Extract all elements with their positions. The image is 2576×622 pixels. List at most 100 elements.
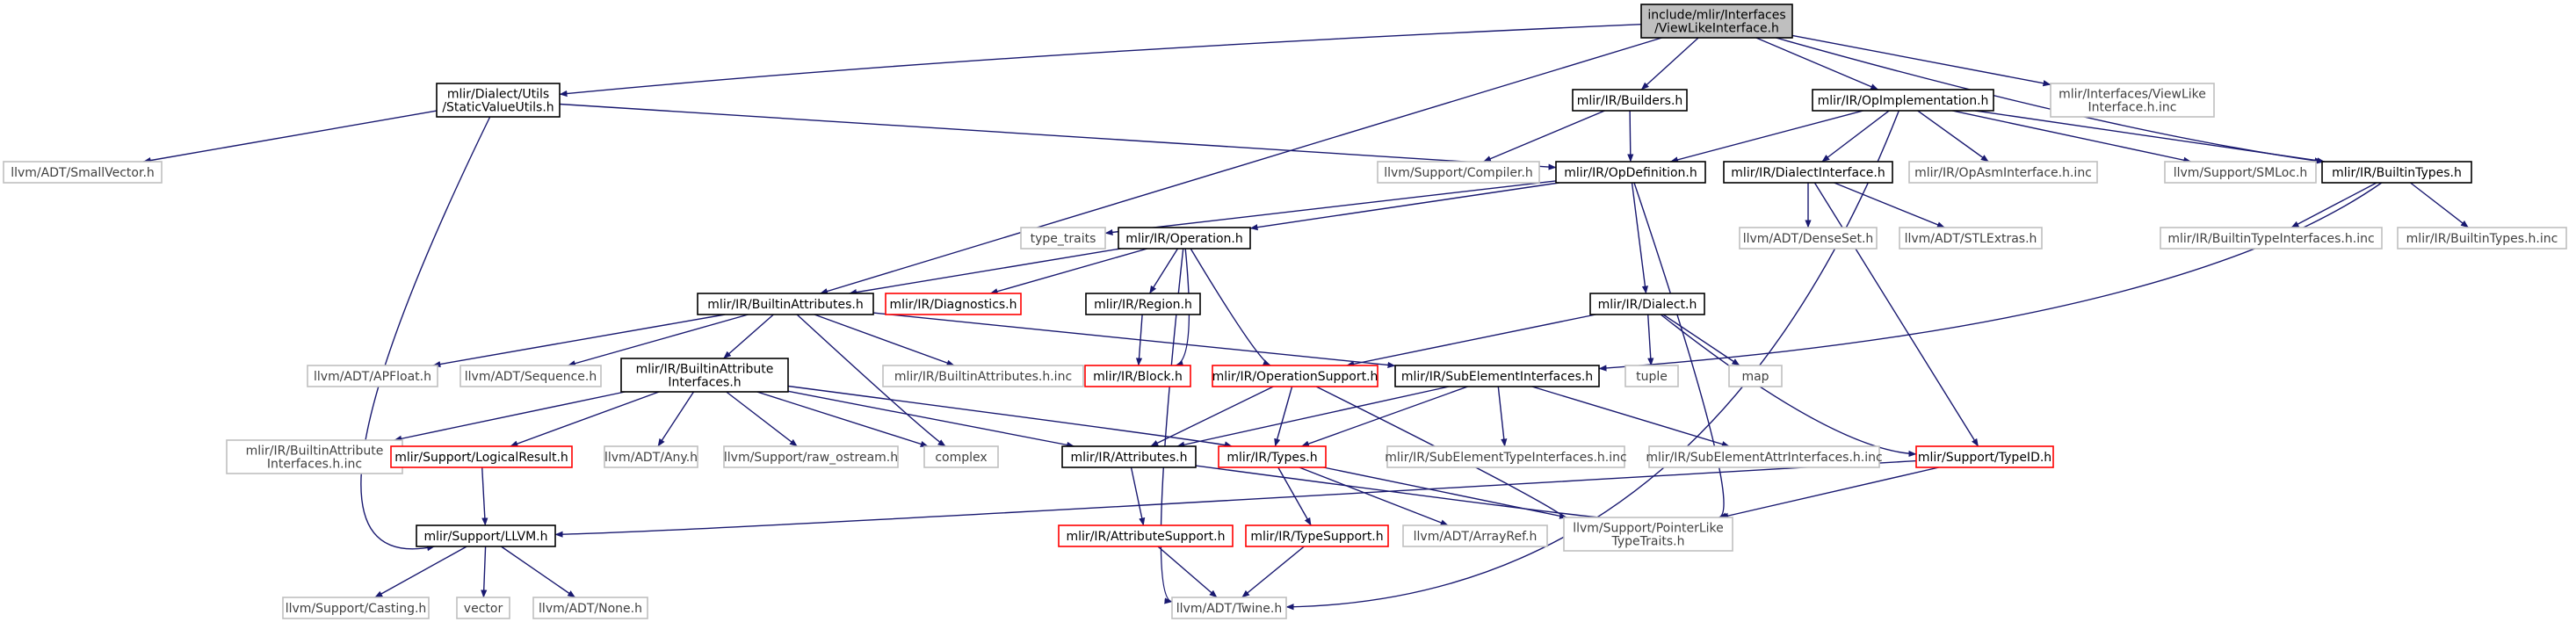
edge-types-to-pointerlike [1323, 466, 1568, 519]
edge-builtinattrifaces-to-any [657, 391, 695, 447]
edge-opimpl-to-opasminc [1917, 110, 1989, 163]
node-typeid[interactable]: mlir/Support/TypeID.h [1915, 445, 2054, 468]
node-root[interactable]: include/mlir/Interfaces/ViewLikeInterfac… [1640, 4, 1793, 39]
edge-dialect-to-opsupport [1346, 314, 1596, 367]
node-label: mlir/Support/LogicalResult.h [394, 451, 568, 465]
edge-opimpl-to-dialectiface [1821, 110, 1890, 163]
node-box [1899, 227, 2043, 250]
edge-llvmh-to-none [501, 546, 575, 598]
node-viewlikeinc: mlir/Interfaces/ViewLikeInterface.h.inc [2050, 83, 2215, 118]
node-opasminc: mlir/IR/OpAsmInterface.h.inc [1908, 161, 2098, 184]
node-label: complex [935, 451, 987, 465]
node-box [1118, 227, 1251, 250]
node-block[interactable]: mlir/IR/Block.h [1084, 365, 1191, 387]
edge-staticvalue-to-opdef [559, 103, 1557, 170]
node-typesupport[interactable]: mlir/IR/TypeSupport.h [1245, 524, 1389, 547]
edge-operation-to-block [1175, 248, 1190, 367]
node-box [2160, 227, 2383, 250]
node-label: mlir/IR/OperationSupport.h [1212, 370, 1378, 384]
node-opimpl[interactable]: mlir/IR/OpImplementation.h [1812, 89, 1994, 112]
node-box [1572, 89, 1688, 112]
node-label: mlir/IR/Diagnostics.h [889, 298, 1017, 312]
node-label: mlir/IR/SubElementTypeInterfaces.h.inc [1385, 451, 1626, 465]
node-region[interactable]: mlir/IR/Region.h [1085, 293, 1201, 315]
edge-staticvalue-to-llvmh [360, 116, 491, 552]
node-label: mlir/IR/TypeSupport.h [1250, 530, 1383, 544]
node-label: mlir/IR/OpImplementation.h [1818, 94, 1989, 108]
edge-dialect-to-map [1662, 314, 1740, 366]
node-smloc: llvm/Support/SMLoc.h [2164, 161, 2317, 184]
node-box [1648, 445, 1880, 468]
node-label: llvm/ADT/APFloat.h [314, 370, 431, 384]
node-llvmh[interactable]: mlir/Support/LLVM.h [416, 524, 556, 547]
node-subelemattrinc: mlir/IR/SubElementAttrInterfaces.h.inc [1646, 445, 1883, 468]
node-label: map [1741, 370, 1769, 384]
edge-builtinattrs-to-builtinattrifaces [723, 314, 774, 359]
node-builtintypes[interactable]: mlir/IR/BuiltinTypes.h [2321, 161, 2472, 184]
edge-logicalresult-to-llvmh [481, 466, 488, 526]
node-dialectiface[interactable]: mlir/IR/DialectInterface.h [1723, 161, 1893, 184]
node-label: llvm/ADT/DenseSet.h [1743, 232, 1874, 246]
node-label: mlir/Support/LLVM.h [424, 530, 548, 544]
node-label: llvm/ADT/Sequence.h [465, 370, 597, 384]
node-types[interactable]: mlir/IR/Types.h [1218, 445, 1327, 468]
node-box [1555, 161, 1706, 184]
node-box [416, 524, 556, 547]
node-opdef[interactable]: mlir/IR/OpDefinition.h [1555, 161, 1706, 184]
node-subelemifaces[interactable]: mlir/IR/SubElementInterfaces.h [1394, 365, 1600, 387]
node-box [307, 365, 438, 387]
node-tuple: tuple [1624, 365, 1679, 387]
node-logicalresult[interactable]: mlir/Support/LogicalResult.h [390, 445, 573, 468]
edge-opimpl-to-builtintypes [1975, 110, 2326, 164]
node-diagnostics[interactable]: mlir/IR/Diagnostics.h [885, 293, 1022, 315]
node-label: mlir/IR/Operation.h [1125, 232, 1242, 246]
node-staticvalue[interactable]: mlir/Dialect/Utils/StaticValueUtils.h [436, 83, 561, 118]
node-label: mlir/IR/BuiltinAttributes.h [707, 298, 863, 312]
edge-staticvalue-to-smallvector [142, 110, 438, 164]
node-opsupport[interactable]: mlir/IR/OperationSupport.h [1212, 365, 1378, 387]
edge-dialectiface-to-stlextras [1834, 182, 1945, 228]
node-box [436, 83, 561, 118]
node-attrsupport[interactable]: mlir/IR/AttributeSupport.h [1058, 524, 1234, 547]
node-label: llvm/ADT/None.h [539, 602, 642, 616]
node-casting: llvm/Support/Casting.h [282, 597, 430, 619]
node-label: llvm/Support/Casting.h [286, 602, 427, 616]
node-none: llvm/ADT/None.h [532, 597, 648, 619]
node-box [390, 445, 573, 468]
node-label: llvm/ADT/ArrayRef.h [1414, 530, 1538, 544]
node-box [1171, 597, 1287, 619]
node-box [923, 445, 999, 468]
edge-subelemifaces-to-types [1300, 386, 1468, 447]
node-vector: vector [456, 597, 510, 619]
edge-builtinattrifaces-to-attributes [787, 390, 1075, 448]
edge-opdef-to-operation [1249, 182, 1559, 231]
node-typetraits: type_traits [1020, 227, 1106, 250]
edge-builders-to-compiler [1483, 110, 1605, 163]
edge-opdef-to-dialect [1631, 182, 1648, 294]
edge-llvmh-to-casting [374, 546, 467, 598]
node-builders[interactable]: mlir/IR/Builders.h [1572, 89, 1688, 112]
edge-operation-to-builtinattrs [849, 248, 1121, 296]
node-label: llvm/ADT/STLExtras.h [1905, 232, 2037, 246]
edge-builtintypes-to-subelemifaces [1598, 182, 2383, 372]
node-label: mlir/Interfaces/ViewLike [2059, 88, 2206, 102]
node-builtinattrsinc: mlir/IR/BuiltinAttributes.h.inc [882, 365, 1084, 387]
node-builtinattrs[interactable]: mlir/IR/BuiltinAttributes.h [697, 293, 874, 315]
node-label: mlir/IR/BuiltinAttribute [246, 445, 384, 459]
node-dialect[interactable]: mlir/IR/Dialect.h [1589, 293, 1705, 315]
node-box [1394, 365, 1600, 387]
edge-layer [142, 24, 2469, 611]
node-box [532, 597, 648, 619]
node-box [282, 597, 430, 619]
node-operation[interactable]: mlir/IR/Operation.h [1118, 227, 1251, 250]
node-denseset: llvm/ADT/DenseSet.h [1739, 227, 1878, 250]
node-label: Interfaces.h.inc [267, 458, 362, 472]
node-box [2050, 83, 2215, 118]
node-attributes[interactable]: mlir/IR/Attributes.h [1061, 445, 1197, 468]
node-label: llvm/Support/SMLoc.h [2174, 166, 2308, 180]
node-label: mlir/IR/OpAsmInterface.h.inc [1914, 166, 2092, 180]
node-box [1589, 293, 1705, 315]
